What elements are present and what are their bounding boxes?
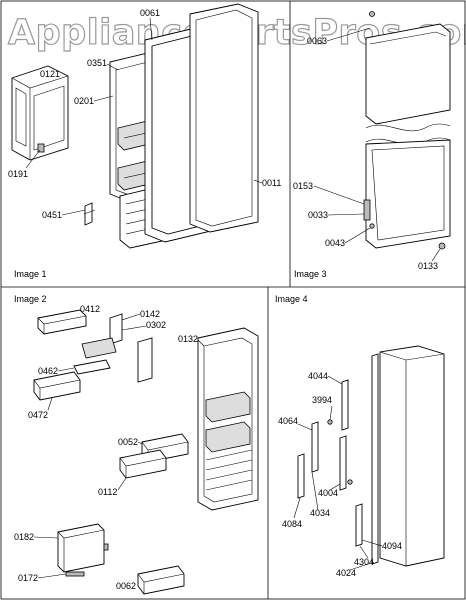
callout-0142: 0142 — [140, 309, 160, 319]
image3-callouts: 0063 0153 0033 0043 0133 — [293, 27, 441, 271]
callout-4024: 4024 — [336, 568, 356, 578]
image1-drawing — [11, 3, 259, 249]
callout-0172: 0172 — [18, 573, 38, 583]
image4-callouts: 4044 3994 4064 4004 4084 4034 4094 4304 … — [278, 371, 402, 578]
callout-0153: 0153 — [293, 181, 313, 191]
callout-0043: 0043 — [325, 238, 345, 248]
callout-4004: 4004 — [318, 488, 338, 498]
callout-0052: 0052 — [118, 437, 138, 447]
callout-4304: 4304 — [354, 557, 374, 567]
image1-callouts: 0061 0351 0121 0201 0191 0451 0011 — [8, 8, 281, 220]
callout-4064: 4064 — [278, 416, 298, 426]
image4-drawing — [297, 345, 445, 567]
callout-0112: 0112 — [98, 487, 117, 497]
callout-0121: 0121 — [40, 69, 60, 79]
callout-4084: 4084 — [282, 519, 302, 529]
callout-0451: 0451 — [42, 210, 62, 220]
callout-0011: 0011 — [262, 178, 281, 188]
callout-4034: 4034 — [310, 508, 330, 518]
callout-0133: 0133 — [418, 261, 438, 271]
callout-0412: 0412 — [80, 304, 100, 314]
callout-0191: 0191 — [8, 169, 28, 179]
panel-title-image1: Image 1 — [14, 269, 47, 279]
callout-0182: 0182 — [14, 532, 34, 542]
image2-callouts: 0412 0142 0302 0132 0462 0472 0052 0112 … — [14, 304, 205, 591]
callout-0132: 0132 — [178, 334, 198, 344]
callout-4094: 4094 — [382, 541, 402, 551]
callout-0472: 0472 — [28, 410, 48, 420]
callout-0063: 0063 — [307, 36, 327, 46]
callout-4044: 4044 — [308, 371, 328, 381]
callout-0062: 0062 — [116, 581, 136, 591]
image3-drawing — [363, 11, 451, 250]
callout-0201: 0201 — [74, 96, 94, 106]
image2-drawing — [33, 309, 259, 595]
callout-0302: 0302 — [146, 320, 166, 330]
panel-title-image4: Image 4 — [275, 294, 308, 304]
callout-0462: 0462 — [38, 366, 58, 376]
callout-0033: 0033 — [308, 210, 328, 220]
callout-0061: 0061 — [140, 8, 160, 18]
callout-3994: 3994 — [312, 395, 332, 405]
panel-title-image2: Image 2 — [14, 294, 47, 304]
panel-title-image3: Image 3 — [294, 269, 327, 279]
callout-0351: 0351 — [87, 58, 107, 68]
